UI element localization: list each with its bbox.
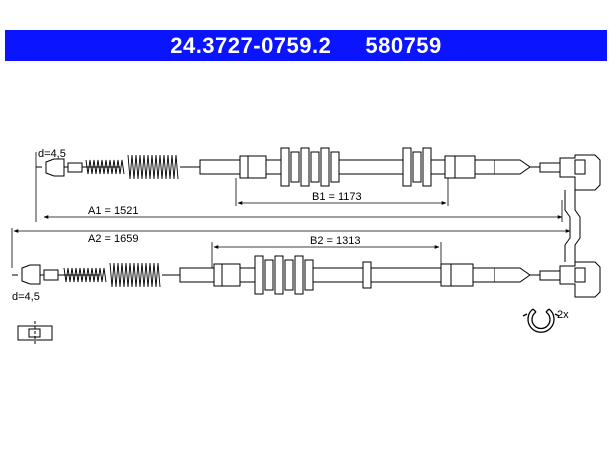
title-bar: 24.3727-0759.2 580759	[5, 30, 607, 61]
top-end-diameter-label: d=4,5	[38, 148, 66, 160]
top-end-nipple	[45, 158, 65, 177]
top-grommet-2	[402, 147, 432, 187]
bottom-crimp-fitting	[43, 269, 59, 281]
dimension-lines	[11, 152, 571, 268]
equalizer-link	[564, 190, 581, 262]
bottom-spring	[63, 262, 161, 288]
bottom-end-diameter-label: d=4,5	[12, 291, 40, 303]
top-cable-assembly	[36, 147, 601, 191]
top-sheath-length-label: B1 = 1173	[312, 191, 362, 203]
top-grommet	[280, 147, 340, 187]
article-number: 580759	[365, 32, 442, 58]
cable-nipple-icon	[17, 321, 53, 345]
top-spring	[85, 154, 179, 180]
bottom-end-nipple	[21, 264, 41, 285]
retaining-clip-icon	[522, 308, 560, 333]
bottom-cable-assembly	[12, 255, 601, 298]
bottom-overall-length-label: A2 = 1659	[88, 233, 138, 245]
bottom-sheath-length-label: B2 = 1313	[310, 235, 360, 247]
top-overall-length-label: A1 = 1521	[88, 205, 138, 217]
bottom-sheath	[179, 267, 215, 283]
part-number: 24.3727-0759.2	[170, 32, 332, 58]
top-sheath	[199, 159, 241, 175]
bottom-grommet	[254, 255, 314, 295]
top-crimp-fitting	[67, 162, 83, 173]
clip-quantity-label: 2x	[557, 309, 569, 321]
